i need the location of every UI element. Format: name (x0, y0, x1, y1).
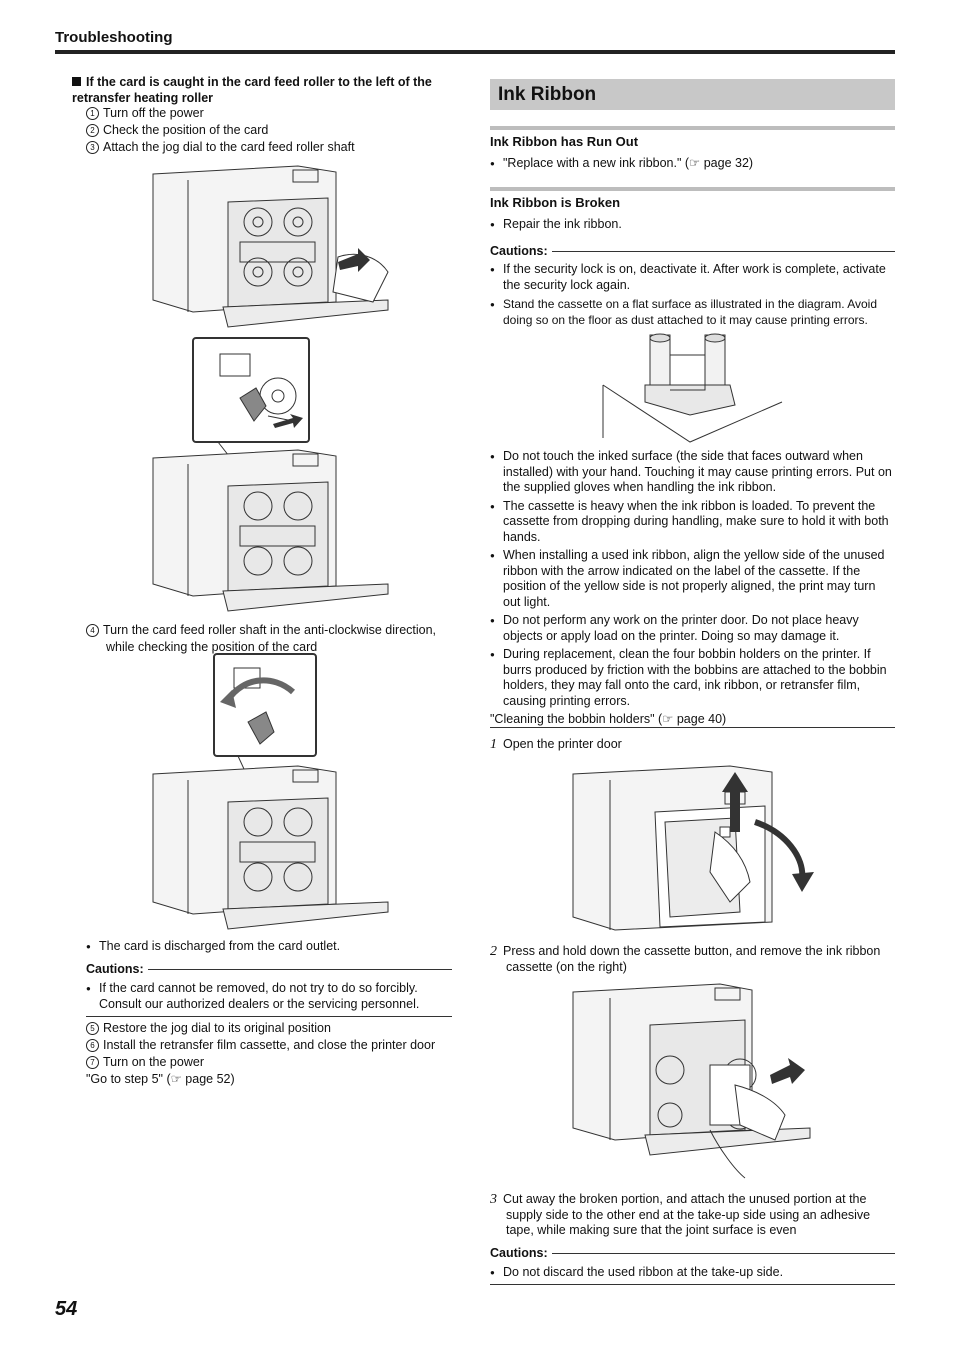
step-text: Install the retransfer film cassette, an… (103, 1038, 436, 1052)
cleaning-reference: "Cleaning the bobbin holders" (☞ page 40… (490, 712, 727, 726)
right-cautions-c-header: Cautions: (490, 1246, 895, 1260)
jog-dial-attach-illustration (152, 337, 389, 612)
sub2-bullet: Repair the ink ribbon. (490, 217, 895, 233)
step-number: 2 (490, 944, 497, 959)
step-number: 3 (490, 1192, 497, 1207)
cautions-rule (147, 968, 452, 970)
right-step-3: 3 Cut away the broken portion, and attach… (490, 1192, 895, 1239)
caution-text: Stand the cassette on a flat surface as … (490, 297, 890, 328)
step-number: 1 (86, 107, 99, 120)
caution-text: Do not perform any work on the printer d… (490, 613, 895, 644)
step-item: 5 Restore the jog dial to its original po… (86, 1020, 456, 1037)
cautions-b: Do not touch the inked surface (the side… (490, 449, 895, 726)
steps-a: 1 Turn off the power 2 Check the position … (86, 105, 456, 156)
step-item: 1 Turn off the power (86, 105, 456, 122)
step-text: Restore the jog dial to its original pos… (103, 1021, 331, 1035)
remove-cassette-illustration (572, 983, 811, 1179)
sub2-rule (490, 187, 895, 191)
printer-open-door-illustration (152, 165, 389, 328)
jog-dial-turn-illustration (152, 653, 389, 930)
sub1-bullet: "Replace with a new ink ribbon." (☞ page… (490, 156, 895, 172)
step-text: Check the position of the card (103, 123, 269, 137)
cautions-end-rule (490, 1284, 895, 1285)
right-step-1: 1 Open the printer door (490, 737, 895, 753)
right-cautions-header: Cautions: (490, 244, 895, 258)
open-printer-door-illustration (572, 765, 814, 931)
caution-text: If the card cannot be removed, do not tr… (86, 981, 452, 1012)
step-item: 3 Attach the jog dial to the card feed ro… (86, 139, 456, 156)
header-rule (55, 50, 895, 54)
sub1-rule (490, 126, 895, 130)
caution-text: During replacement, clean the four bobbi… (490, 647, 895, 709)
right-caution-c: Do not discard the used ribbon at the ta… (490, 1265, 895, 1281)
step-number: 3 (86, 141, 99, 154)
header-title: Troubleshooting (55, 29, 173, 46)
bullet-text: Repair the ink ribbon. (490, 217, 895, 233)
section-title: Ink Ribbon (490, 79, 895, 110)
right-step-2: 2 Press and hold down the cassette button… (490, 944, 895, 975)
steps-b: 5 Restore the jog dial to its original po… (86, 1020, 456, 1088)
cassette-flat-surface-illustration (602, 333, 783, 443)
left-cautions-header: Cautions: (86, 962, 452, 976)
goto-reference: "Go to step 5" (☞ page 52) (86, 1072, 235, 1086)
caution-text: Do not touch the inked surface (the side… (490, 449, 895, 496)
left-lead-text: If the card is caught in the card feed r… (72, 75, 432, 105)
step-number: 4 (86, 624, 99, 637)
caution-text: The cassette is heavy when the ink ribbo… (490, 499, 895, 546)
step-item: 6 Install the retransfer film cassette, a… (86, 1037, 456, 1054)
cautions-end-rule (490, 727, 895, 728)
step-number: 1 (490, 737, 497, 752)
cautions-label: Cautions: (86, 962, 144, 976)
step-4: 4 Turn the card feed roller shaft in the … (86, 622, 456, 656)
bullet-text: "Replace with a new ink ribbon." (☞ page… (490, 156, 895, 172)
cautions-label: Cautions: (490, 244, 548, 258)
step-item: 4 Turn the card feed roller shaft in the … (86, 622, 456, 656)
caution-text: When installing a used ink ribbon, align… (490, 548, 895, 610)
step-text: Turn on the power (103, 1055, 204, 1069)
step-text: Press and hold down the cassette button,… (503, 944, 881, 974)
step-text: Turn off the power (103, 106, 204, 120)
step-item: 7 Turn on the power (86, 1054, 456, 1071)
step-text: Cut away the broken portion, and attach … (503, 1192, 871, 1237)
step-text: Open the printer door (503, 737, 622, 751)
bullet-text: The card is discharged from the card out… (86, 939, 456, 955)
left-lead: If the card is caught in the card feed r… (72, 74, 452, 106)
step-item: 2 Check the position of the card (86, 122, 456, 139)
sub2-title: Ink Ribbon is Broken (490, 195, 621, 210)
cautions-a: If the security lock is on, deactivate i… (490, 262, 890, 328)
cautions-label: Cautions: (490, 1246, 548, 1260)
step-number: 6 (86, 1039, 99, 1052)
cautions-rule (551, 1252, 895, 1254)
step-number: 2 (86, 124, 99, 137)
square-bullet-icon (72, 77, 81, 86)
caution-text: If the security lock is on, deactivate i… (490, 262, 890, 293)
step-text: Attach the jog dial to the card feed rol… (103, 140, 355, 154)
caution-text: Do not discard the used ribbon at the ta… (490, 1265, 895, 1281)
discharged-bullet: The card is discharged from the card out… (86, 939, 456, 955)
cautions-rule (551, 250, 895, 252)
step-number: 7 (86, 1056, 99, 1069)
step-number: 5 (86, 1022, 99, 1035)
cautions-end-rule (86, 1016, 452, 1017)
left-caution-1: If the card cannot be removed, do not tr… (86, 981, 452, 1012)
step-text: Turn the card feed roller shaft in the a… (103, 623, 437, 654)
sub1-title: Ink Ribbon has Run Out (490, 134, 639, 149)
page-number: 54 (55, 1298, 78, 1320)
